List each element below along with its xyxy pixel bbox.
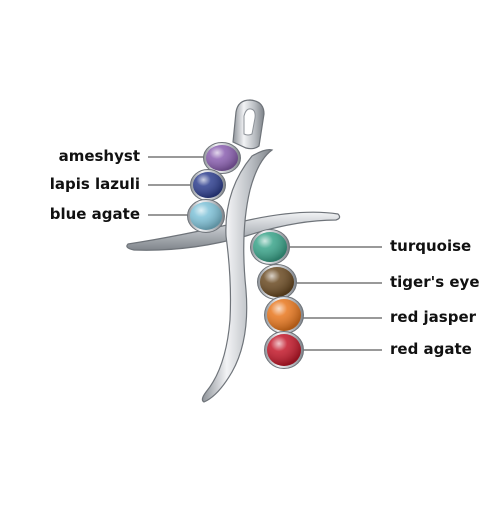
label-blue-agate: blue agate xyxy=(49,205,140,223)
stones-group xyxy=(187,142,304,369)
gem-highlight-tiger-s-eye xyxy=(260,267,294,297)
stone-blue-agate xyxy=(187,199,225,233)
label-ameshyst: ameshyst xyxy=(58,147,140,165)
stone-lapis-lazuli xyxy=(190,169,226,201)
stone-red-agate xyxy=(264,331,304,369)
leader-lines xyxy=(148,156,382,351)
stone-ameshyst xyxy=(203,142,241,174)
stone-red-jasper xyxy=(264,296,304,334)
gem-highlight-ameshyst xyxy=(206,145,238,171)
gem-highlight-red-agate xyxy=(267,334,301,366)
label-red-agate: red agate xyxy=(390,340,472,358)
stone-tiger-s-eye xyxy=(257,264,297,300)
label-red-jasper: red jasper xyxy=(390,308,477,326)
label-tigers-eye: tiger's eye xyxy=(390,273,480,291)
stone-turquoise xyxy=(250,229,290,265)
gem-highlight-blue-agate xyxy=(190,202,222,230)
label-turquoise: turquoise xyxy=(390,237,472,255)
gem-highlight-red-jasper xyxy=(267,299,301,331)
bail xyxy=(232,99,265,150)
cross-stem xyxy=(201,149,274,403)
gem-highlight-lapis-lazuli xyxy=(193,172,223,198)
gem-highlight-turquoise xyxy=(253,232,287,262)
label-lapis-lazuli: lapis lazuli xyxy=(49,175,140,193)
